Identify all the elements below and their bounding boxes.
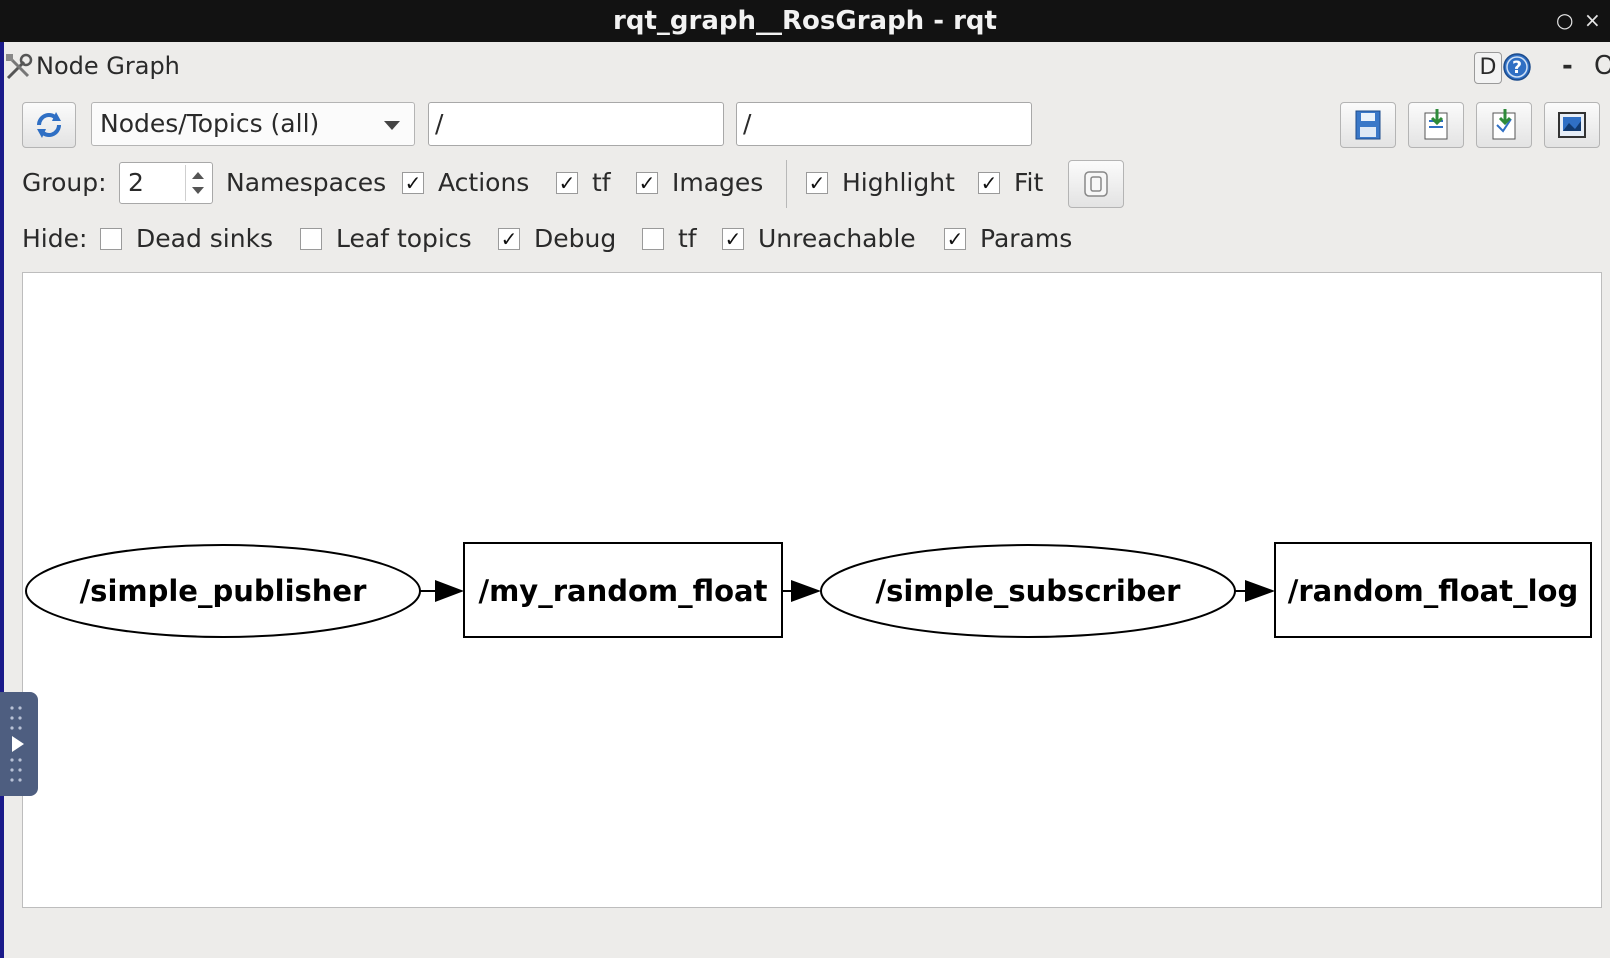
arrowhead-icon [435,580,464,602]
export-dot-icon [1424,109,1448,140]
fit-view-button[interactable] [1068,160,1124,208]
debug-d-button[interactable]: D [1474,52,1502,84]
plugin-minimize-button[interactable]: - [1562,51,1573,81]
graph-topic-random-float-log[interactable] [1274,542,1592,638]
plugin-title: Node Graph [36,52,180,80]
spin-arrows[interactable] [185,165,210,201]
tf-label: tf [592,168,611,197]
namespaces-checkbox[interactable]: ✓ [402,172,424,194]
save-icon [1355,110,1381,140]
dead-sinks-checkbox[interactable] [100,228,122,250]
group-spinbox[interactable]: 2 [119,162,213,204]
graph-node-label: /my_random_float [479,574,768,608]
debug-checkbox[interactable]: ✓ [498,228,520,250]
image-icon [1558,112,1586,138]
window-close-icon[interactable]: × [1584,8,1601,32]
debug-label: Debug [534,224,617,253]
plugin-close-button[interactable]: O [1594,51,1610,81]
tf-checkbox[interactable]: ✓ [556,172,578,194]
leaf-topics-label: Leaf topics [336,224,472,253]
ros-graph: /simple_publisher /my_random_float /simp… [25,542,1592,638]
window-left-edge [0,42,4,958]
help-icon[interactable]: ? [1502,52,1532,82]
graph-node-label: /random_float_log [1288,574,1578,608]
dock-handle[interactable] [0,692,38,796]
graph-node-label: /simple_publisher [80,574,367,608]
graph-mode-select[interactable]: Nodes/Topics (all) [91,102,415,146]
actions-label: Actions [438,168,530,197]
exclude-filter-input[interactable]: / [736,102,1032,146]
unreachable-checkbox[interactable]: ✓ [722,228,744,250]
hide-tf-checkbox[interactable] [642,228,664,250]
namespaces-label: Namespaces [226,168,387,197]
graph-canvas[interactable]: /simple_publisher /my_random_float /simp… [22,272,1602,908]
dead-sinks-label: Dead sinks [136,224,274,253]
fit-checkbox[interactable]: ✓ [978,172,1000,194]
arrowhead-icon [791,580,821,602]
unreachable-label: Unreachable [758,224,916,253]
refresh-icon [37,112,61,138]
leaf-topics-checkbox[interactable] [300,228,322,250]
save-dot-button[interactable] [1408,102,1464,148]
fit-label: Fit [1014,168,1044,197]
group-value: 2 [128,168,144,197]
params-checkbox[interactable]: ✓ [944,228,966,250]
graph-node-label: /simple_subscriber [876,574,1182,608]
fit-in-view-icon [1084,171,1108,197]
export-svg-icon [1492,109,1516,140]
window-titlebar: rqt_graph__RosGraph - rqt ○ × [0,0,1610,42]
window-restore-icon[interactable]: ○ [1556,8,1574,32]
load-dot-button[interactable] [1340,102,1396,148]
spin-up-down-icon [192,172,204,194]
dock-expand-icon [10,706,24,782]
options-separator [786,160,787,208]
images-checkbox[interactable]: ✓ [636,172,658,194]
group-label: Group: [22,168,107,197]
svg-text:?: ? [1512,58,1522,78]
window-title: rqt_graph__RosGraph - rqt [613,6,997,36]
hide-label: Hide: [22,224,88,253]
chevron-down-icon [384,121,400,130]
save-svg-button[interactable] [1476,102,1532,148]
refresh-button[interactable] [22,102,76,148]
hide-tf-label: tf [678,224,697,253]
params-label: Params [980,224,1073,253]
arrowhead-icon [1245,580,1275,602]
images-label: Images [672,168,764,197]
graph-mode-value: Nodes/Topics (all) [100,109,320,138]
highlight-label: Highlight [842,168,955,197]
node-graph-tools-icon [6,53,33,80]
include-filter-input[interactable]: / [428,102,724,146]
highlight-checkbox[interactable]: ✓ [806,172,828,194]
save-image-button[interactable] [1544,102,1600,148]
